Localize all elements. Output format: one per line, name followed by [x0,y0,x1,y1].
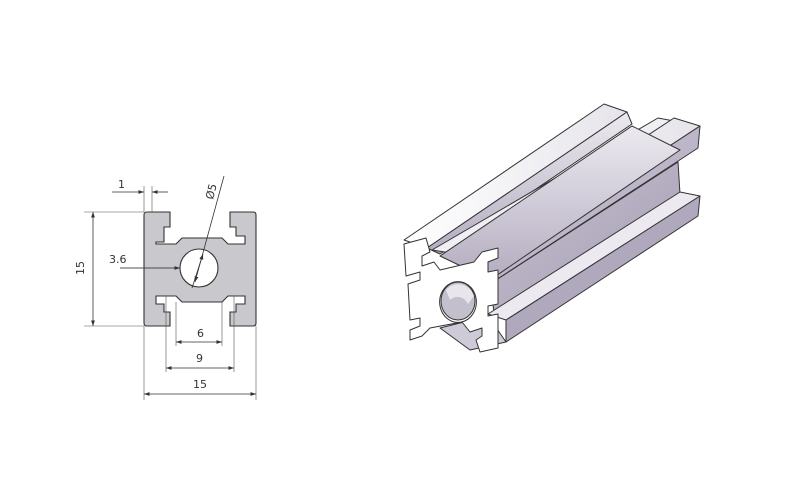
slot-width-label: 9 [196,352,203,365]
bore-diameter-label: Ø5 [203,182,219,200]
cross-section-drawing: 15 3.6 1 Ø5 6 9 15 [74,175,257,400]
slot-lip-label: 1 [118,178,125,191]
right-lower-rail-front [505,195,701,343]
height-dimension-label: 15 [74,261,87,275]
profile-3d-view [403,103,701,353]
width-dimension-label: 15 [193,378,207,391]
top-left-rail-side [426,111,633,255]
profile-section [143,211,257,327]
inner-offset-label: 3.6 [109,253,127,266]
slot-opening-label: 6 [197,327,204,340]
front-bore-shade [446,284,474,304]
